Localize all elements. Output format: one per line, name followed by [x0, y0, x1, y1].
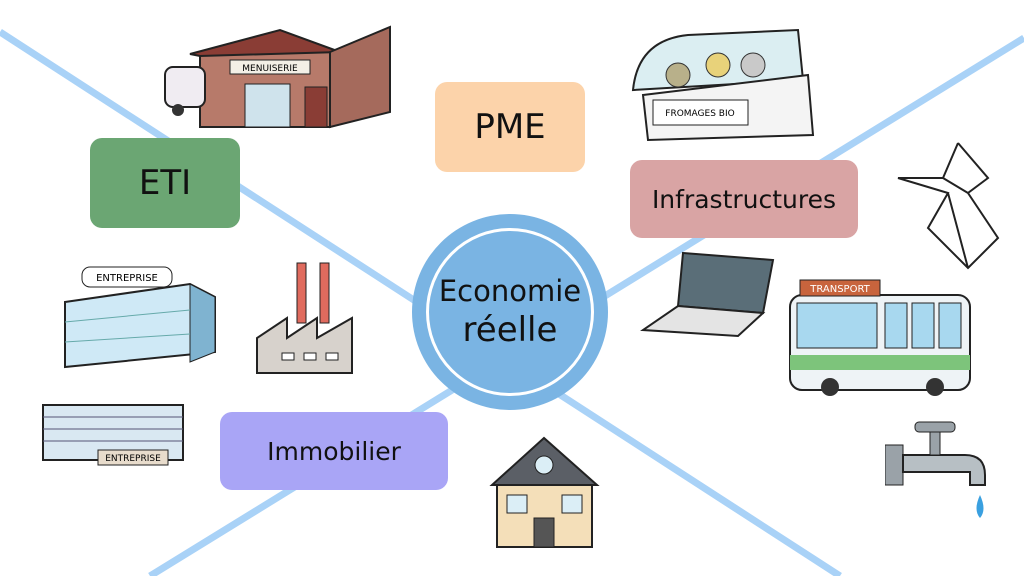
transport-sign: TRANSPORT: [809, 284, 870, 295]
hub-title-line1: Economie: [438, 273, 582, 308]
power-pylon-illustration: [897, 142, 1000, 270]
cheese-counter-illustration: FROMAGES BIO: [631, 28, 815, 142]
category-pme: PME: [435, 82, 585, 172]
category-eti: ETI: [90, 138, 240, 228]
entreprise-sign-2: ENTREPRISE: [105, 454, 161, 464]
entreprise-sign-1: ENTREPRISE: [96, 273, 158, 284]
menuiserie-sign: MENUISERIE: [242, 64, 298, 74]
hub-title-line2: réelle: [462, 309, 558, 350]
category-infrastructures: Infrastructures: [630, 160, 858, 238]
category-immobilier: Immobilier: [220, 412, 448, 490]
factory-illustration: [256, 262, 353, 374]
fromages-sign: FROMAGES BIO: [665, 109, 734, 119]
company-building-illustration: ENTREPRISE: [64, 266, 216, 369]
central-hub: Economie réelle: [412, 214, 608, 410]
house-illustration: [489, 436, 600, 548]
category-label: Infrastructures: [651, 184, 837, 214]
category-label: Immobilier: [267, 436, 401, 466]
bus-illustration: TRANSPORT: [789, 279, 971, 396]
water-tap-illustration: [885, 421, 986, 518]
category-label: PME: [474, 107, 546, 147]
workshop-illustration: MENUISERIE: [164, 25, 391, 129]
office-building-illustration: ENTREPRISE: [42, 404, 184, 466]
laptop-illustration: [640, 251, 775, 338]
category-label: ETI: [138, 163, 192, 203]
